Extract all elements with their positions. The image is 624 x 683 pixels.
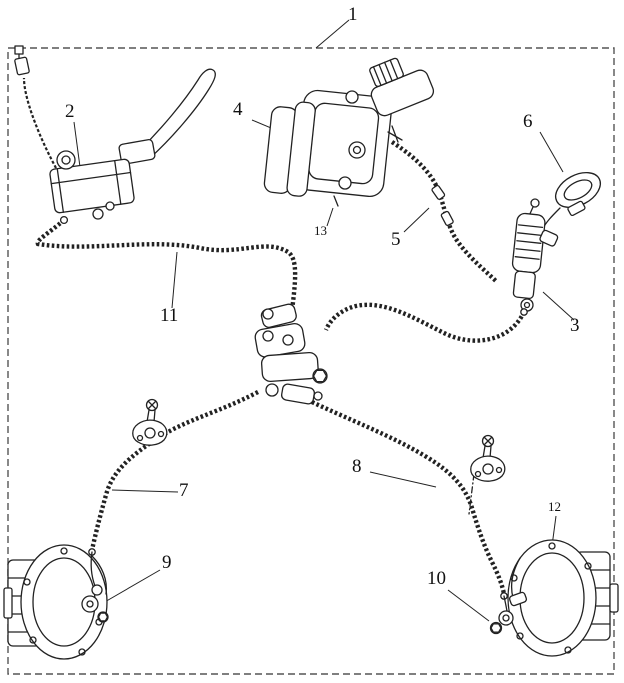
right-brake-hose-8 [311, 400, 508, 600]
part-label-1: 1 [348, 4, 358, 25]
part-label-9: 9 [162, 552, 172, 573]
part-label-5: 5 [391, 229, 401, 250]
left-brake-hose-7 [88, 390, 260, 556]
left-drum-brake-assembly [3, 544, 109, 660]
part-label-12: 12 [548, 499, 561, 514]
part-label-3: 3 [570, 315, 580, 336]
part-label-10: 10 [427, 568, 446, 589]
part-label-8: 8 [352, 456, 362, 477]
caliper-bracket [369, 57, 435, 117]
hose-clamp-screw-left [132, 398, 168, 446]
part-label-6: 6 [523, 111, 533, 132]
part-label-4: 4 [233, 99, 243, 120]
assembly-boundary-box [7, 47, 615, 675]
front-master-cylinder [14, 45, 216, 220]
part-label-2: 2 [65, 101, 75, 122]
pad-shim-13 [333, 195, 339, 207]
hose-junction-block [254, 303, 328, 405]
part-label-11: 11 [160, 305, 179, 326]
hose-clamp-screw-right [470, 434, 506, 482]
bleeder-valve [387, 125, 403, 143]
cover-clamp-6 [541, 171, 601, 231]
part-label-13: 13 [314, 223, 327, 238]
front-brake-caliper [263, 57, 435, 207]
rear-master-cylinder-3 [511, 198, 559, 312]
brake-switch-cable [22, 77, 57, 169]
right-drum-brake-assembly [489, 539, 619, 657]
part-label-7: 7 [179, 480, 189, 501]
caliper-brake-hose-5 [390, 140, 499, 284]
rear-hose-to-junction [323, 302, 528, 343]
